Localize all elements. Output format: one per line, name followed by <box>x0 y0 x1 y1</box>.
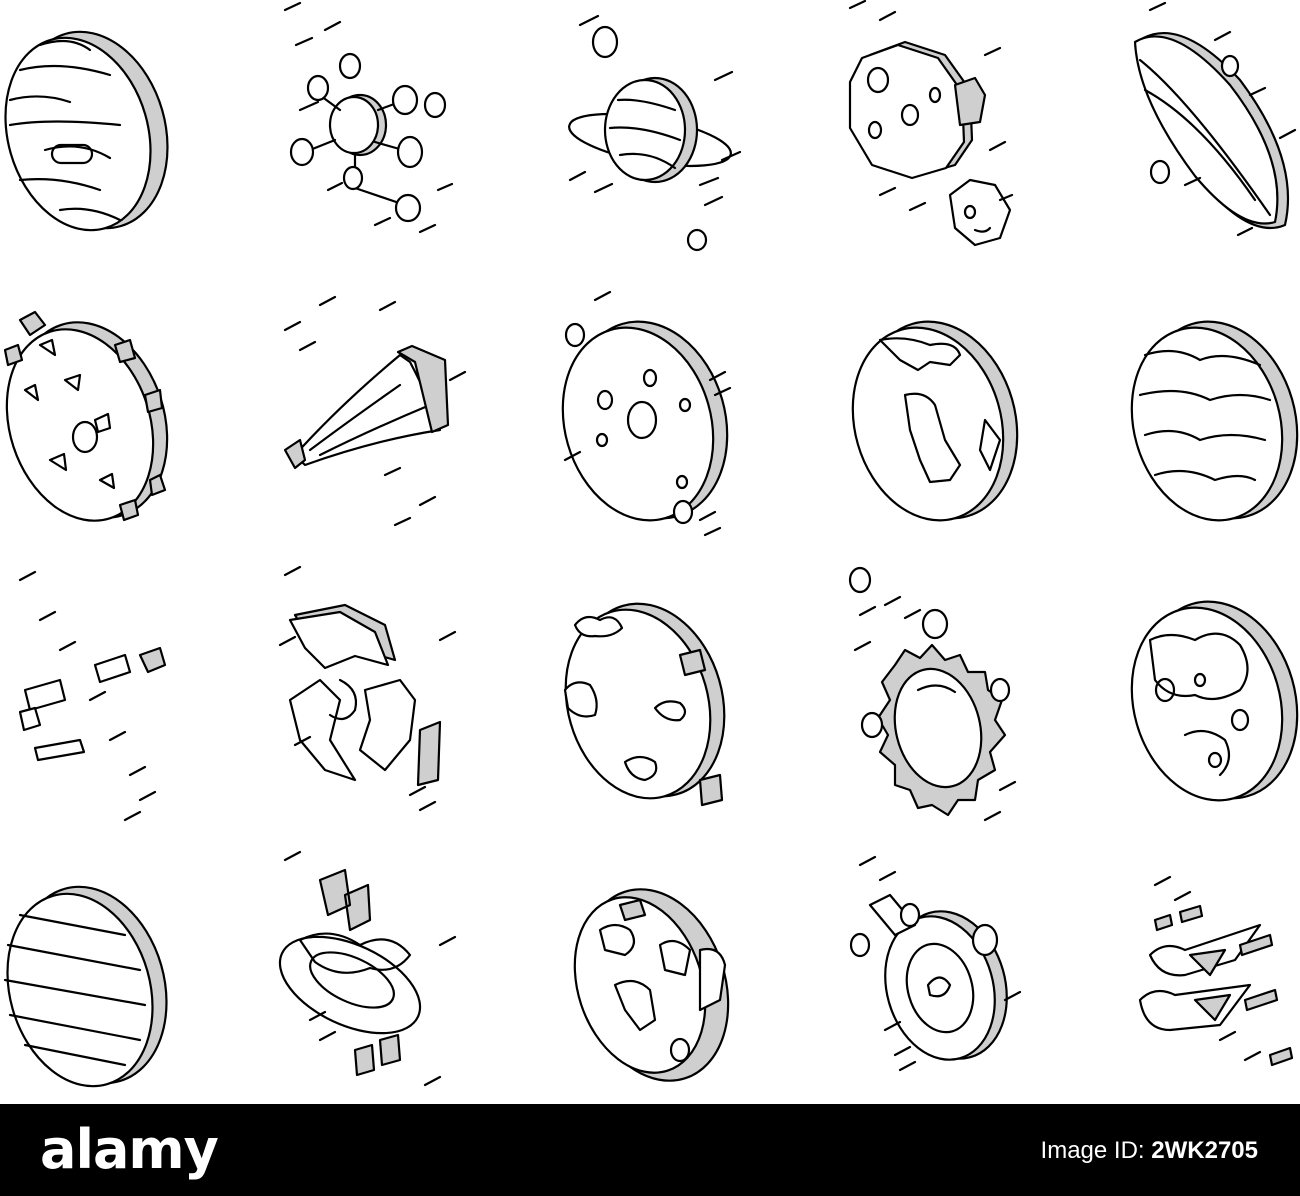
icon-grid <box>3 0 1299 1088</box>
molecule-satellites-icon <box>283 1 454 234</box>
edge-on-galaxy-icon <box>1133 1 1297 237</box>
moon-with-satellites-icon <box>561 290 732 537</box>
striped-gas-giant-icon <box>3 885 168 1088</box>
ringed-planet-icon <box>568 14 742 252</box>
jupiter-stripes-icon <box>1130 320 1299 522</box>
planet-with-moons-icon <box>849 855 1022 1072</box>
earth-continents-icon <box>851 320 1019 522</box>
spotted-moon-icon <box>1130 600 1299 802</box>
space-debris-icon <box>18 570 167 822</box>
alamy-logo: alamy <box>40 1118 219 1181</box>
black-hole-swirl-icon <box>278 565 457 812</box>
image-id-value: 2WK2705 <box>1151 1137 1258 1164</box>
image-id-text: Image ID: 2WK2705 <box>1041 1136 1258 1166</box>
asteroid-rocks-icon <box>848 0 1014 247</box>
sun-corona-icon <box>848 566 1017 822</box>
earth-clouds-icon <box>573 888 730 1082</box>
banded-planet-icon <box>4 30 169 232</box>
footer-bar: alamy Image ID: 2WK2705 <box>0 1104 1300 1196</box>
image-id-label: Image ID: <box>1040 1137 1152 1164</box>
meteor-shower-icon <box>1138 875 1294 1067</box>
cloudy-planet-icon <box>563 602 726 807</box>
space-icons-illustration <box>3 0 1299 1088</box>
cratered-moon-rocks-icon <box>3 310 169 522</box>
comet-icon <box>283 295 467 527</box>
accretion-disk-icon <box>278 850 457 1087</box>
